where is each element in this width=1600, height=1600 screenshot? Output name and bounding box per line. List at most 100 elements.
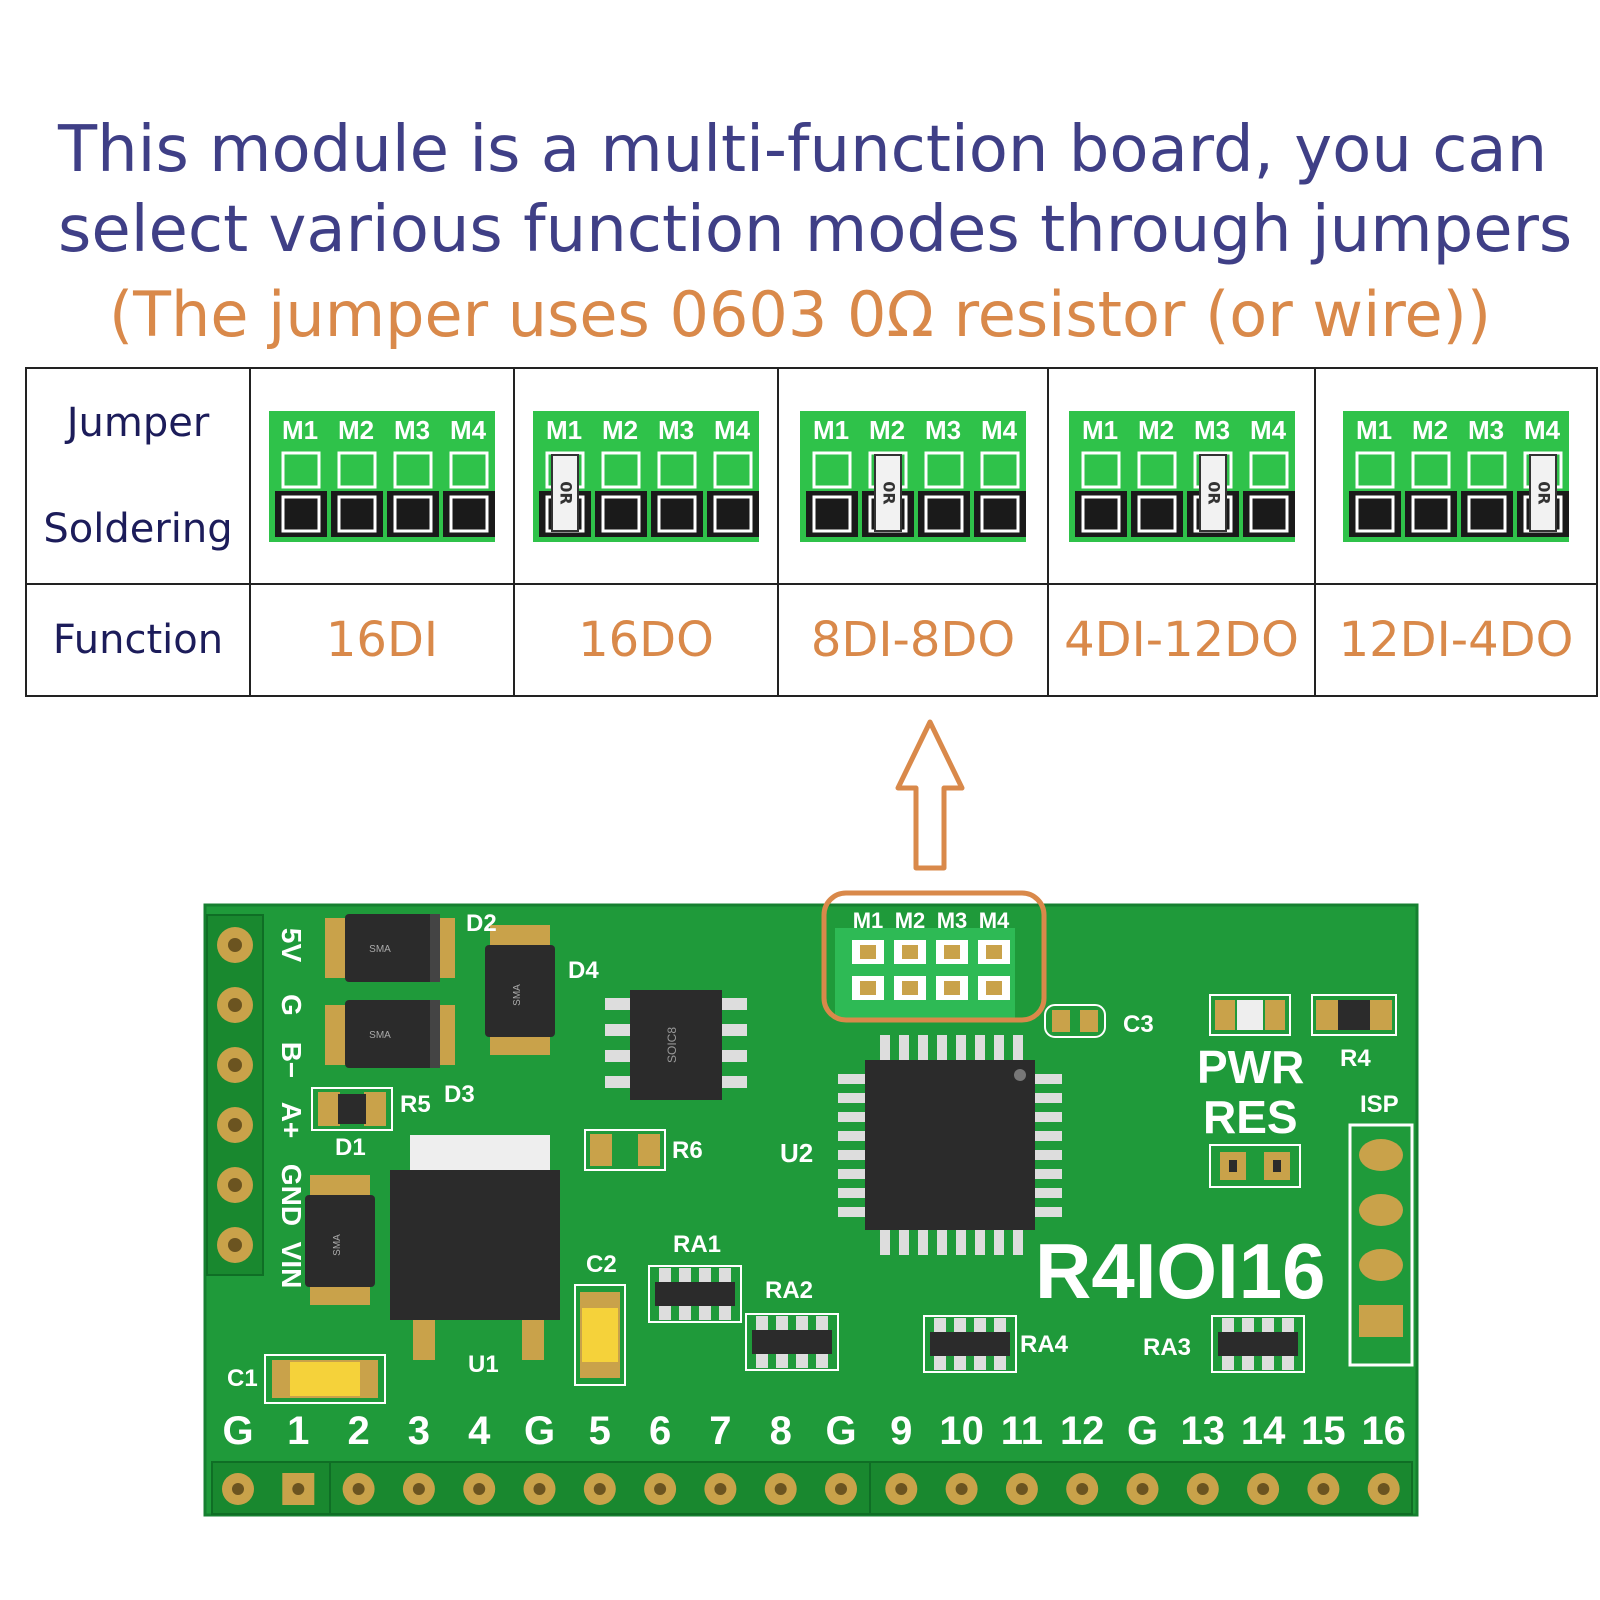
function-cell: 8DI-8DO [777, 583, 1049, 697]
sma-text: SMA [369, 1030, 391, 1041]
pad-label-m2: M2 [869, 415, 905, 445]
resistor-array-ra2 [745, 1313, 839, 1371]
function-cell: 16DI [249, 583, 515, 697]
jumper-note: (The jumper uses 0603 0Ω resistor (or wi… [108, 278, 1492, 351]
pad-label-m4: M4 [1524, 415, 1561, 445]
left-header-label: A+ [276, 1102, 307, 1139]
pad-label-m3: M3 [1468, 415, 1504, 445]
label-d3: D3 [444, 1081, 475, 1108]
jumper-pad-bottom [1137, 495, 1176, 532]
label-pwr: PWR [1197, 1041, 1304, 1093]
label-u2: U2 [780, 1138, 813, 1168]
label-c3: C3 [1123, 1011, 1154, 1038]
resistor-r5 [311, 1087, 393, 1131]
bottom-pin-label: 8 [770, 1409, 792, 1453]
pad-label-m1: M1 [813, 415, 849, 445]
jumper-pad-bottom [337, 495, 377, 532]
heading-line-1: This module is a multi-function board, y… [58, 113, 1548, 187]
pad-label-m2: M2 [1137, 415, 1173, 445]
resistor-r4 [1311, 994, 1397, 1036]
pad-label-m4: M4 [981, 415, 1018, 445]
bottom-pin-label: 1 [287, 1409, 309, 1453]
bottom-pin-label: 7 [709, 1409, 731, 1453]
pad-label-m1: M1 [282, 415, 318, 445]
function-cell: 16DO [513, 583, 779, 697]
pad-label-m3: M3 [925, 415, 961, 445]
pad-label-m3: M3 [1193, 415, 1229, 445]
bottom-pin-label: G [825, 1409, 856, 1453]
left-header-label: GND [276, 1164, 307, 1226]
pad-label-m2: M2 [1412, 415, 1448, 445]
bottom-pin-label: 9 [890, 1409, 912, 1453]
diode-d1: SMA [305, 1175, 375, 1305]
label-d1: D1 [335, 1134, 366, 1161]
resistor-array-ra1 [648, 1265, 742, 1323]
soldering-label: Soldering [43, 506, 233, 552]
board-jumper-label: M2 [895, 908, 926, 933]
bottom-pin-label: 14 [1241, 1409, 1286, 1453]
resistor-array-ra3 [1211, 1315, 1305, 1373]
isp-header [1348, 1123, 1414, 1367]
diode-d4: SMA [485, 925, 555, 1055]
label-res: RES [1203, 1091, 1298, 1143]
board-model: R4IOI16 [1035, 1227, 1325, 1315]
zero-ohm-resistor [874, 453, 902, 532]
capacitor-c3 [1044, 1004, 1106, 1038]
jumper-pad-bottom [1249, 495, 1288, 532]
pad-label-m1: M1 [546, 415, 582, 445]
bottom-pin-label: 15 [1301, 1409, 1346, 1453]
jumper-pad-bottom [657, 495, 697, 532]
jumper-pad-bottom [393, 495, 433, 532]
jumper-row-label-cell: Jumper Soldering [25, 367, 251, 585]
jumper-pad-top [1137, 451, 1176, 488]
pad-label-m2: M2 [602, 415, 638, 445]
jumper-mode-table: Jumper Soldering M1 M2 M3 M4 M1 0R M2 M3 M4 M1 M… [25, 367, 1598, 697]
jumper-highlight-box [821, 890, 1047, 1023]
jumper-pad-bottom [601, 495, 641, 532]
pad-label-m4: M4 [450, 415, 487, 445]
board-jumper-label: M3 [937, 908, 968, 933]
jumper-pad-bottom [449, 495, 489, 532]
jumper-pad-bottom [1355, 495, 1395, 532]
resistor-label: 0R [1204, 481, 1223, 504]
bottom-pin-label: 12 [1060, 1409, 1105, 1453]
function-12di-4do: 12DI-4DO [1338, 612, 1574, 668]
jumper-pad-top [980, 451, 1020, 488]
left-header [206, 914, 264, 1276]
jumper-pad-bottom [924, 495, 964, 532]
pad-label-m3: M3 [658, 415, 694, 445]
label-r4: R4 [1340, 1045, 1371, 1072]
up-arrow-icon [895, 719, 965, 871]
function-row: Function 16DI 16DO 8DI-8DO 4DI-12DO 12DI… [25, 583, 1598, 697]
jumper-pad-top [1411, 451, 1451, 488]
mcu-u2 [838, 1035, 1062, 1255]
bottom-pin-label: 10 [939, 1409, 984, 1453]
jumper-pad-top [657, 451, 697, 488]
jumper-pad-top [1081, 451, 1120, 488]
jumper-pad-top [924, 451, 964, 488]
pcb-board [205, 905, 1417, 1515]
pad-label-m1: M1 [1081, 415, 1117, 445]
label-c2: C2 [586, 1251, 617, 1278]
pad-label-m2: M2 [338, 415, 374, 445]
bottom-header [211, 1461, 1413, 1515]
capacitor-c1 [264, 1354, 386, 1404]
left-header-label: B− [276, 1042, 307, 1079]
jumper-pad-top [713, 451, 753, 488]
resistor-array-ra4 [923, 1315, 1017, 1373]
capacitor-c2 [574, 1284, 626, 1386]
bottom-pin-label: 6 [649, 1409, 671, 1453]
jumper-pad-bottom [812, 495, 852, 532]
function-16di: 16DI [325, 612, 439, 668]
label-ra3: RA3 [1143, 1334, 1191, 1361]
label-ra1: RA1 [673, 1231, 721, 1258]
jumper-pad-top [1467, 451, 1507, 488]
bottom-pin-label: G [1127, 1409, 1158, 1453]
